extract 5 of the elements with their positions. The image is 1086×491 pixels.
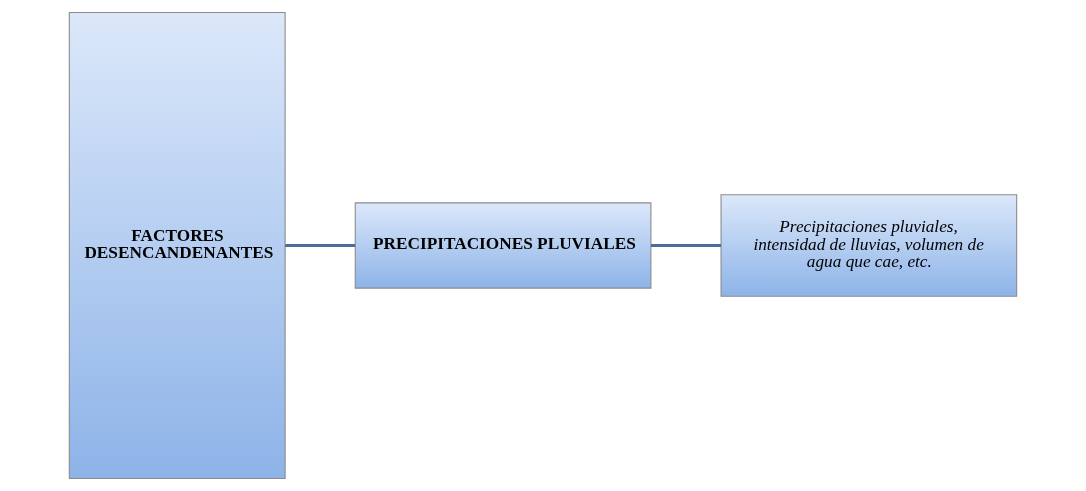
connector: [651, 243, 721, 248]
node-box: PRECIPITACIONES PLUVIALES: [354, 202, 652, 289]
node-box: Precipitaciones pluviales, intensidad de lluvias, volumen de agua que cae, etc.: [720, 194, 1018, 297]
connector: [285, 243, 356, 248]
node-box: FACTORES DESENCANDENANTES: [68, 11, 286, 480]
